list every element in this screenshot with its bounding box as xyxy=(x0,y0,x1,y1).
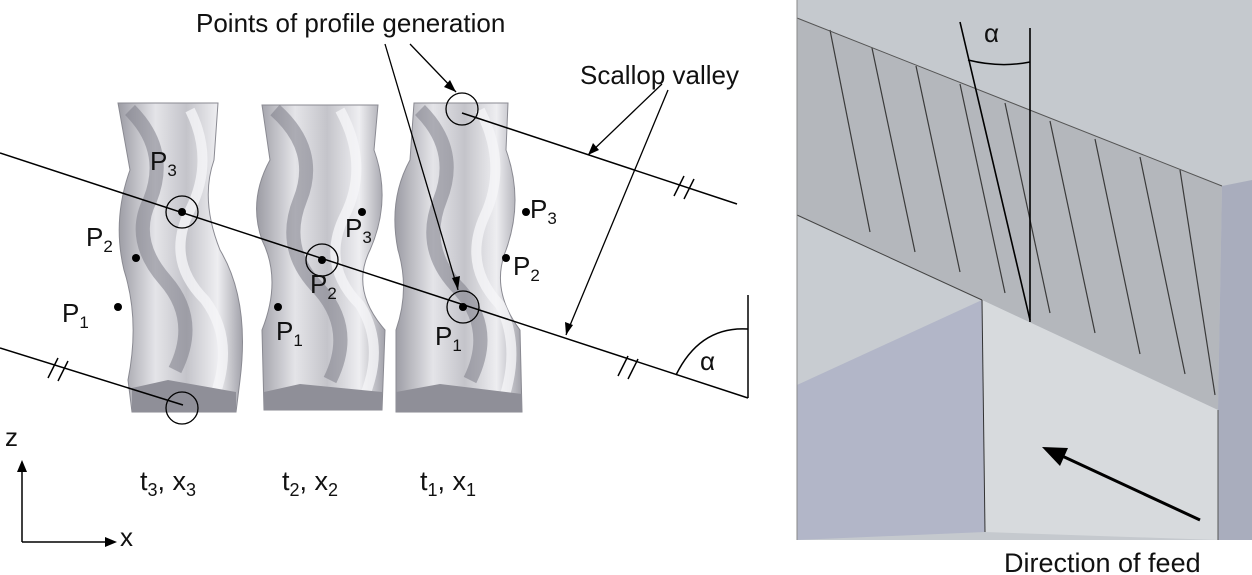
label-t2-p2: P2 xyxy=(310,269,337,303)
helix-angle-line xyxy=(959,21,1031,321)
end-mill-t3 xyxy=(117,102,243,413)
caption-t2-x2: t2, x2 xyxy=(282,466,338,500)
x-axis-arrowhead xyxy=(105,537,117,547)
angle-label-right: α xyxy=(984,18,999,48)
label-t2-p3: P3 xyxy=(345,213,372,247)
workpiece-render xyxy=(796,0,1252,540)
parallel-marks-lower xyxy=(47,357,69,382)
label-t3-p1: P1 xyxy=(62,298,89,332)
slot-floor xyxy=(982,300,1218,540)
feed-direction-arrow xyxy=(1059,453,1201,522)
scallop-line-lower xyxy=(0,347,184,406)
scallop-line-middle xyxy=(0,152,749,399)
end-mill-t1 xyxy=(394,102,523,413)
point-circle-t3-bottom xyxy=(165,391,199,425)
coordinate-axes xyxy=(21,466,110,543)
profile-dots xyxy=(114,208,530,311)
label-t3-p2: P2 xyxy=(86,222,113,256)
caption-t3-x3: t3, x3 xyxy=(140,466,196,500)
point-circle-t1-top xyxy=(445,92,479,126)
label-t3-p3: P3 xyxy=(150,146,177,180)
workpiece-top-surface xyxy=(797,215,982,385)
caption-t1-x1: t1, x1 xyxy=(420,466,476,500)
parallel-marks-middle xyxy=(617,355,639,380)
label-t1-p2: P2 xyxy=(513,251,540,285)
label-points-of-profile-generation: Points of profile generation xyxy=(196,8,505,38)
label-t1-p1: P1 xyxy=(435,321,462,355)
point-circle-t2-p2 xyxy=(305,243,339,277)
angle-label-left: α xyxy=(700,346,715,376)
axis-label-x: x xyxy=(120,522,133,552)
scalloped-wall xyxy=(797,18,1222,410)
label-t1-p3: P3 xyxy=(530,194,557,228)
label-t2-p1: P1 xyxy=(276,316,303,350)
point-circle-t3-p3 xyxy=(165,195,199,229)
z-axis-arrowhead xyxy=(17,460,27,472)
annotation-arrowheads xyxy=(444,80,599,335)
helix-angle-arc xyxy=(967,59,1031,66)
feed-direction-arrowhead xyxy=(1042,447,1068,466)
annotation-arrows xyxy=(384,43,669,336)
caption-direction-of-feed: Direction of feed xyxy=(1004,548,1201,575)
scallop-line-upper xyxy=(461,112,738,205)
angle-arc xyxy=(675,328,749,376)
label-scallop-valley: Scallop valley xyxy=(580,60,739,90)
parallel-marks-upper xyxy=(673,175,695,200)
workpiece-front-face xyxy=(797,300,985,540)
point-circle-t1-p1 xyxy=(446,290,480,324)
axis-label-z: z xyxy=(5,422,18,452)
